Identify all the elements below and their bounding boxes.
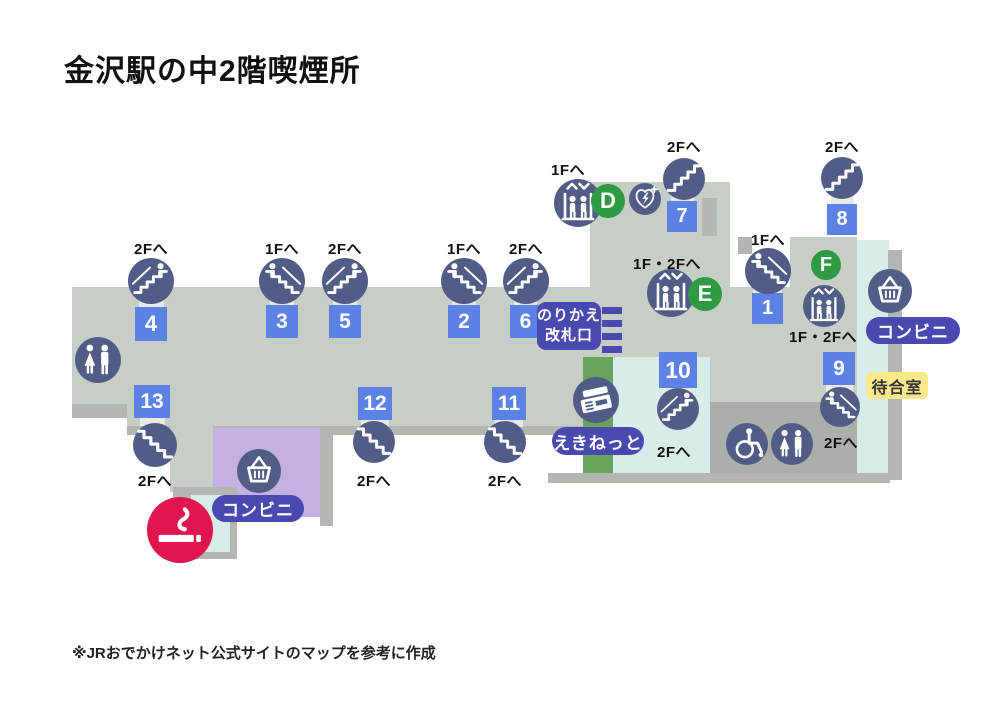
floor-direction-label: 2Fへ — [133, 241, 169, 258]
floor-direction-label: 2Fへ — [666, 139, 702, 156]
escalator-down-icon — [745, 248, 791, 294]
floor-direction-label: 1Fへ — [550, 162, 586, 179]
track-number-5: 5 — [329, 305, 361, 338]
gate-bar — [602, 346, 622, 353]
escalator-up-icon — [322, 258, 368, 304]
toilet-icon — [771, 423, 813, 465]
escalator-up-icon — [128, 258, 174, 304]
transfer-gate-label: のりかえ 改札口 — [537, 302, 601, 350]
track-number-1: 1 — [752, 293, 783, 324]
stairs-down-icon — [353, 421, 395, 463]
aed-icon — [629, 183, 661, 215]
track-number-13: 13 — [134, 385, 170, 418]
floor-d-block-tab — [702, 198, 717, 236]
track-number-11: 11 — [492, 387, 526, 420]
floor-left-shadow — [72, 404, 128, 418]
escalator-down-icon — [441, 258, 487, 304]
floor-direction-label: 1F・2Fへ — [788, 329, 858, 346]
escalator-down-icon — [820, 387, 860, 427]
page-title: 金沢駅の中2階喫煙所 — [64, 55, 361, 88]
floor-direction-label: 1F・2Fへ — [632, 256, 702, 273]
floor-direction-label: 2Fへ — [327, 241, 363, 258]
smoking-corridor — [170, 420, 213, 492]
escalator-up-icon — [503, 258, 549, 304]
gate-bar — [602, 307, 622, 314]
footnote: ※JRおでかけネット公式サイトのマップを参考に作成 — [72, 645, 436, 662]
floor-direction-label: 2Fへ — [508, 241, 544, 258]
escalator-down-icon — [259, 258, 305, 304]
waiting-room-label: 待合室 — [866, 372, 928, 399]
floor-notch-tab — [738, 237, 752, 254]
gate-bar — [602, 333, 622, 340]
basket-icon — [237, 449, 281, 493]
floor-direction-label: 2Fへ — [824, 139, 860, 156]
smoking-icon — [147, 497, 213, 563]
wheelchair-icon — [726, 423, 768, 465]
elevator-icon — [647, 269, 695, 317]
elevator-icon — [803, 285, 845, 327]
track-number-10: 10 — [659, 352, 697, 388]
konbini-store-label: コンビニ — [212, 495, 304, 522]
basket-icon — [868, 269, 912, 313]
floor-direction-label: 2Fへ — [823, 435, 859, 452]
store-purple-shadow — [320, 434, 333, 526]
track-number-12: 12 — [358, 387, 392, 420]
track-number-7: 7 — [667, 201, 697, 232]
konbini-right-label: コンビニ — [866, 317, 960, 344]
ekinet-label: えきねっと — [552, 427, 644, 455]
floor-direction-label: 2Fへ — [487, 473, 523, 490]
stairs-up-icon — [821, 157, 863, 199]
connector-tab — [140, 417, 165, 426]
ekinet-shadow — [548, 473, 708, 483]
track-number-4: 4 — [135, 307, 167, 341]
track-number-8: 8 — [827, 204, 857, 235]
track-number-3: 3 — [266, 305, 298, 338]
toilet-icon — [75, 337, 121, 383]
elevator-letter-F-badge: F — [811, 250, 841, 280]
track-number-9: 9 — [823, 352, 855, 385]
elevator-letter-E-badge: E — [688, 277, 722, 311]
track-number-6: 6 — [510, 305, 541, 338]
connector-tab — [831, 196, 854, 205]
floor-direction-label: 1Fへ — [750, 232, 786, 249]
floor-direction-label: 2Fへ — [656, 444, 692, 461]
escalator-up-icon — [657, 388, 699, 430]
floor-direction-label: 2Fへ — [137, 473, 173, 490]
gate-bar — [602, 320, 622, 327]
track-number-2: 2 — [448, 305, 480, 338]
stairs-down-icon — [484, 421, 526, 463]
restroom-block-strip — [700, 473, 890, 483]
stairs-down-icon — [133, 423, 177, 467]
ticket-machine-icon — [573, 377, 619, 423]
floor-direction-label: 2Fへ — [356, 473, 392, 490]
stairs-up-icon — [663, 158, 705, 200]
elevator-letter-D-badge: D — [591, 184, 625, 218]
floor-direction-label: 1Fへ — [446, 241, 482, 258]
floor-direction-label: 1Fへ — [264, 241, 300, 258]
